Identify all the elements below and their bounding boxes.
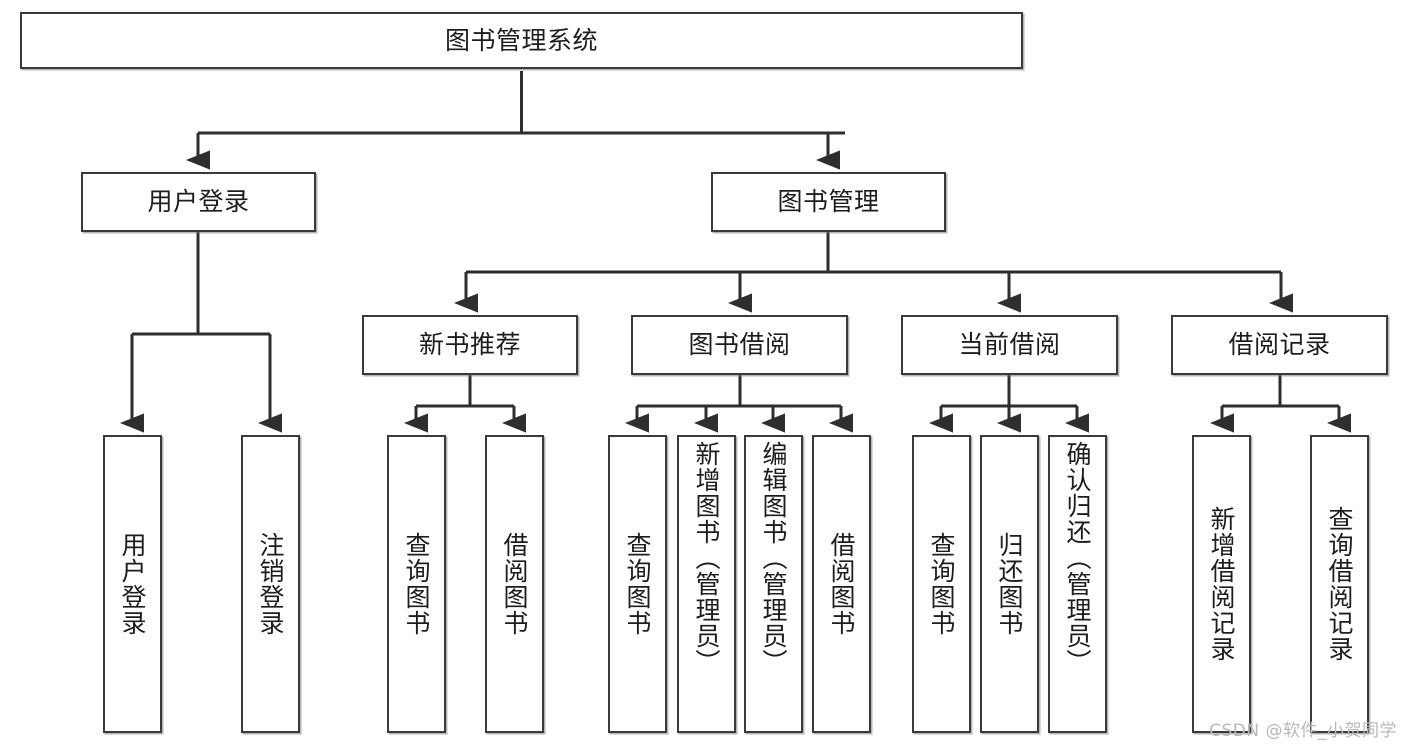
leaf-new-book-borrow[interactable]: 借阅图书 [485,435,544,733]
leaf-current-confirm-return[interactable]: 确认归还（管理员） [1048,435,1107,733]
leaf-new-book-query-label: 查询图书 [402,532,431,636]
node-root-label: 图书管理系统 [444,25,598,55]
leaf-borrow-edit-book[interactable]: 编辑图书（管理员） [744,435,803,733]
leaf-record-add-label: 新增借阅记录 [1207,506,1236,662]
leaf-user-login-login-label: 用户登录 [118,532,147,636]
leaf-current-query-book-label: 查询图书 [927,532,956,636]
node-current-borrow-label: 当前借阅 [958,330,1061,359]
leaf-borrow-edit-book-label: 编辑图书（管理员） [759,441,788,675]
leaf-borrow-borrow-book-label: 借阅图书 [827,532,856,636]
leaf-user-login-logout[interactable]: 注销登录 [241,435,300,733]
leaf-user-login-login[interactable]: 用户登录 [103,435,162,733]
node-book-management[interactable]: 图书管理 [711,172,946,232]
leaf-record-add[interactable]: 新增借阅记录 [1192,435,1251,733]
leaf-borrow-query-book-label: 查询图书 [623,532,652,636]
leaf-borrow-add-book[interactable]: 新增图书（管理员） [677,435,736,733]
leaf-current-return-book-label: 归还图书 [995,532,1024,636]
leaf-user-login-logout-label: 注销登录 [256,532,285,636]
leaf-new-book-borrow-label: 借阅图书 [500,532,529,636]
node-new-book-recommend-label: 新书推荐 [418,330,521,359]
node-current-borrow[interactable]: 当前借阅 [901,315,1118,375]
csdn-watermark: CSDN @软件_小贺同学 [1209,721,1397,741]
node-book-management-label: 图书管理 [777,187,880,216]
leaf-borrow-add-book-label: 新增图书（管理员） [692,441,721,675]
node-root[interactable]: 图书管理系统 [20,12,1023,69]
leaf-current-return-book[interactable]: 归还图书 [980,435,1039,733]
leaf-current-query-book[interactable]: 查询图书 [912,435,971,733]
node-user-login-label: 用户登录 [147,187,250,216]
leaf-record-query-label: 查询借阅记录 [1325,506,1354,662]
leaf-current-confirm-return-label: 确认归还（管理员） [1063,441,1092,675]
leaf-new-book-query[interactable]: 查询图书 [387,435,446,733]
node-user-login[interactable]: 用户登录 [81,172,316,232]
node-borrow-record[interactable]: 借阅记录 [1171,315,1388,375]
node-book-borrow-label: 图书借阅 [688,330,791,359]
leaf-borrow-borrow-book[interactable]: 借阅图书 [812,435,871,733]
node-book-borrow[interactable]: 图书借阅 [631,315,848,375]
node-new-book-recommend[interactable]: 新书推荐 [362,315,578,375]
node-borrow-record-label: 借阅记录 [1228,330,1331,359]
leaf-record-query[interactable]: 查询借阅记录 [1310,435,1369,733]
leaf-borrow-query-book[interactable]: 查询图书 [608,435,667,733]
